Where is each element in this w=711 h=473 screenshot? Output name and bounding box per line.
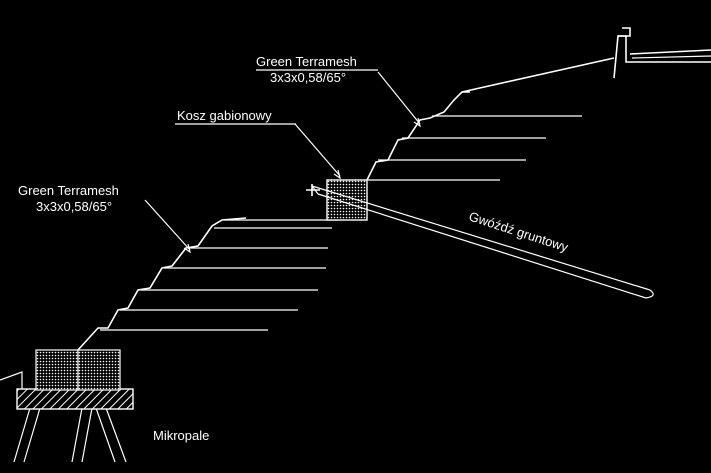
base-gabion-right (77, 349, 121, 391)
lower-terramesh-spec: 3x3x0,58/65° (36, 199, 112, 214)
middle-gabion (326, 179, 368, 221)
leader-lower-terramesh (144, 199, 191, 254)
gabion-label: Kosz gabionowy (177, 108, 272, 123)
micropiles-label: Mikropale (153, 428, 209, 443)
micropiles (13, 407, 127, 463)
top-slope-line (461, 57, 615, 93)
lower-terramesh-label: Green Terramesh (18, 183, 119, 198)
upper-terramesh-spec: 3x3x0,58/65° (270, 70, 346, 85)
ground-line-base (0, 371, 23, 389)
base-gabion-left (35, 349, 79, 391)
leader-upper-terramesh (377, 71, 421, 128)
soil-nail-label: Gwóźdź gruntowy (467, 209, 570, 255)
top-barrier (613, 27, 711, 79)
lower-terramesh-face (77, 217, 338, 351)
leader-gabion (294, 123, 341, 180)
upper-terramesh-label: Green Terramesh (256, 54, 357, 69)
upper-terramesh-face (366, 91, 582, 181)
soil-nail (306, 184, 654, 299)
foundation-beam (16, 388, 134, 410)
